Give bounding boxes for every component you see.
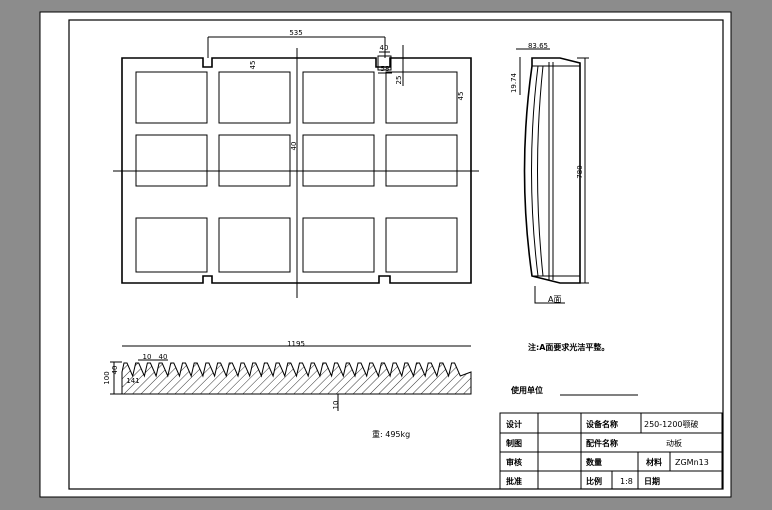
pocket bbox=[302, 217, 375, 273]
pocket bbox=[218, 217, 291, 273]
pocket bbox=[385, 134, 458, 187]
pocket bbox=[135, 71, 208, 124]
dim-slot-depth: 25 bbox=[395, 76, 403, 85]
tb-material-value: ZGMn13 bbox=[675, 458, 709, 467]
tb-part-label: 配件名称 bbox=[586, 438, 618, 448]
pocket bbox=[385, 71, 458, 124]
tb-design: 设计 bbox=[506, 419, 522, 429]
tb-material-label: 材料 bbox=[646, 457, 662, 467]
front-view: 535 40 58 25 45 45 40 bbox=[113, 29, 479, 298]
dim-tooth-pitch-b: 40 bbox=[159, 353, 168, 361]
dim-slot-width: 40 bbox=[380, 44, 389, 52]
pocket bbox=[135, 217, 208, 273]
tooth-profile bbox=[121, 362, 472, 395]
inner-frame bbox=[68, 19, 724, 490]
tb-qty-label: 数量 bbox=[586, 457, 602, 467]
dim-rib-center: 40 bbox=[290, 142, 298, 151]
dim-bottom-gap: 10 bbox=[332, 401, 340, 410]
tb-drawing: 制图 bbox=[506, 438, 522, 448]
tb-date-label: 日期 bbox=[644, 476, 660, 486]
pocket bbox=[302, 134, 375, 187]
pocket bbox=[135, 134, 208, 187]
pocket bbox=[218, 71, 291, 124]
tb-approve: 批准 bbox=[506, 476, 522, 486]
dim-slot-gap: 58 bbox=[381, 65, 390, 73]
tb-part-value: 动板 bbox=[666, 438, 682, 448]
dim-height: 780 bbox=[576, 165, 584, 178]
user-unit-label: 使用单位 bbox=[510, 385, 543, 395]
pocket bbox=[218, 134, 291, 187]
dim-plate-thickness: 100 bbox=[103, 371, 111, 384]
tb-review: 审核 bbox=[506, 457, 522, 467]
section-view: 1195 10 40 100 40 141 10 bbox=[103, 340, 472, 411]
side-outline bbox=[523, 57, 581, 284]
dim-side-top-width: 83.65 bbox=[528, 42, 548, 50]
dim-tooth-height: 40 bbox=[111, 366, 119, 375]
dim-rib-top: 45 bbox=[249, 61, 257, 70]
weight-label: 重: 495kg bbox=[372, 429, 410, 439]
note-face-a: 注:A面要求光洁平整。 bbox=[528, 342, 609, 352]
dim-tooth-base: 141 bbox=[126, 377, 139, 385]
dim-rib-right: 45 bbox=[457, 92, 465, 101]
pocket bbox=[302, 71, 375, 124]
dim-side-offset: 19.74 bbox=[510, 72, 518, 93]
label-face-a: A面 bbox=[548, 295, 561, 304]
tb-equipment-value: 250-1200颚破 bbox=[644, 419, 699, 429]
side-view: 83.65 19.74 780 A面 bbox=[510, 42, 589, 304]
pocket bbox=[385, 217, 458, 273]
dim-tooth-pitch-a: 10 bbox=[143, 353, 152, 361]
tb-scale-label: 比例 bbox=[586, 476, 602, 486]
dim-top-width: 535 bbox=[289, 29, 302, 37]
front-outline bbox=[121, 57, 472, 284]
pocket-grid bbox=[135, 71, 458, 273]
title-block: 设计 制图 审核 批准 设备名称 250-1200颚破 配件名称 动板 数量 材… bbox=[499, 412, 723, 490]
dim-length: 1195 bbox=[287, 340, 305, 348]
tb-scale-value: 1:8 bbox=[620, 477, 633, 486]
tb-equipment-label: 设备名称 bbox=[586, 419, 618, 429]
